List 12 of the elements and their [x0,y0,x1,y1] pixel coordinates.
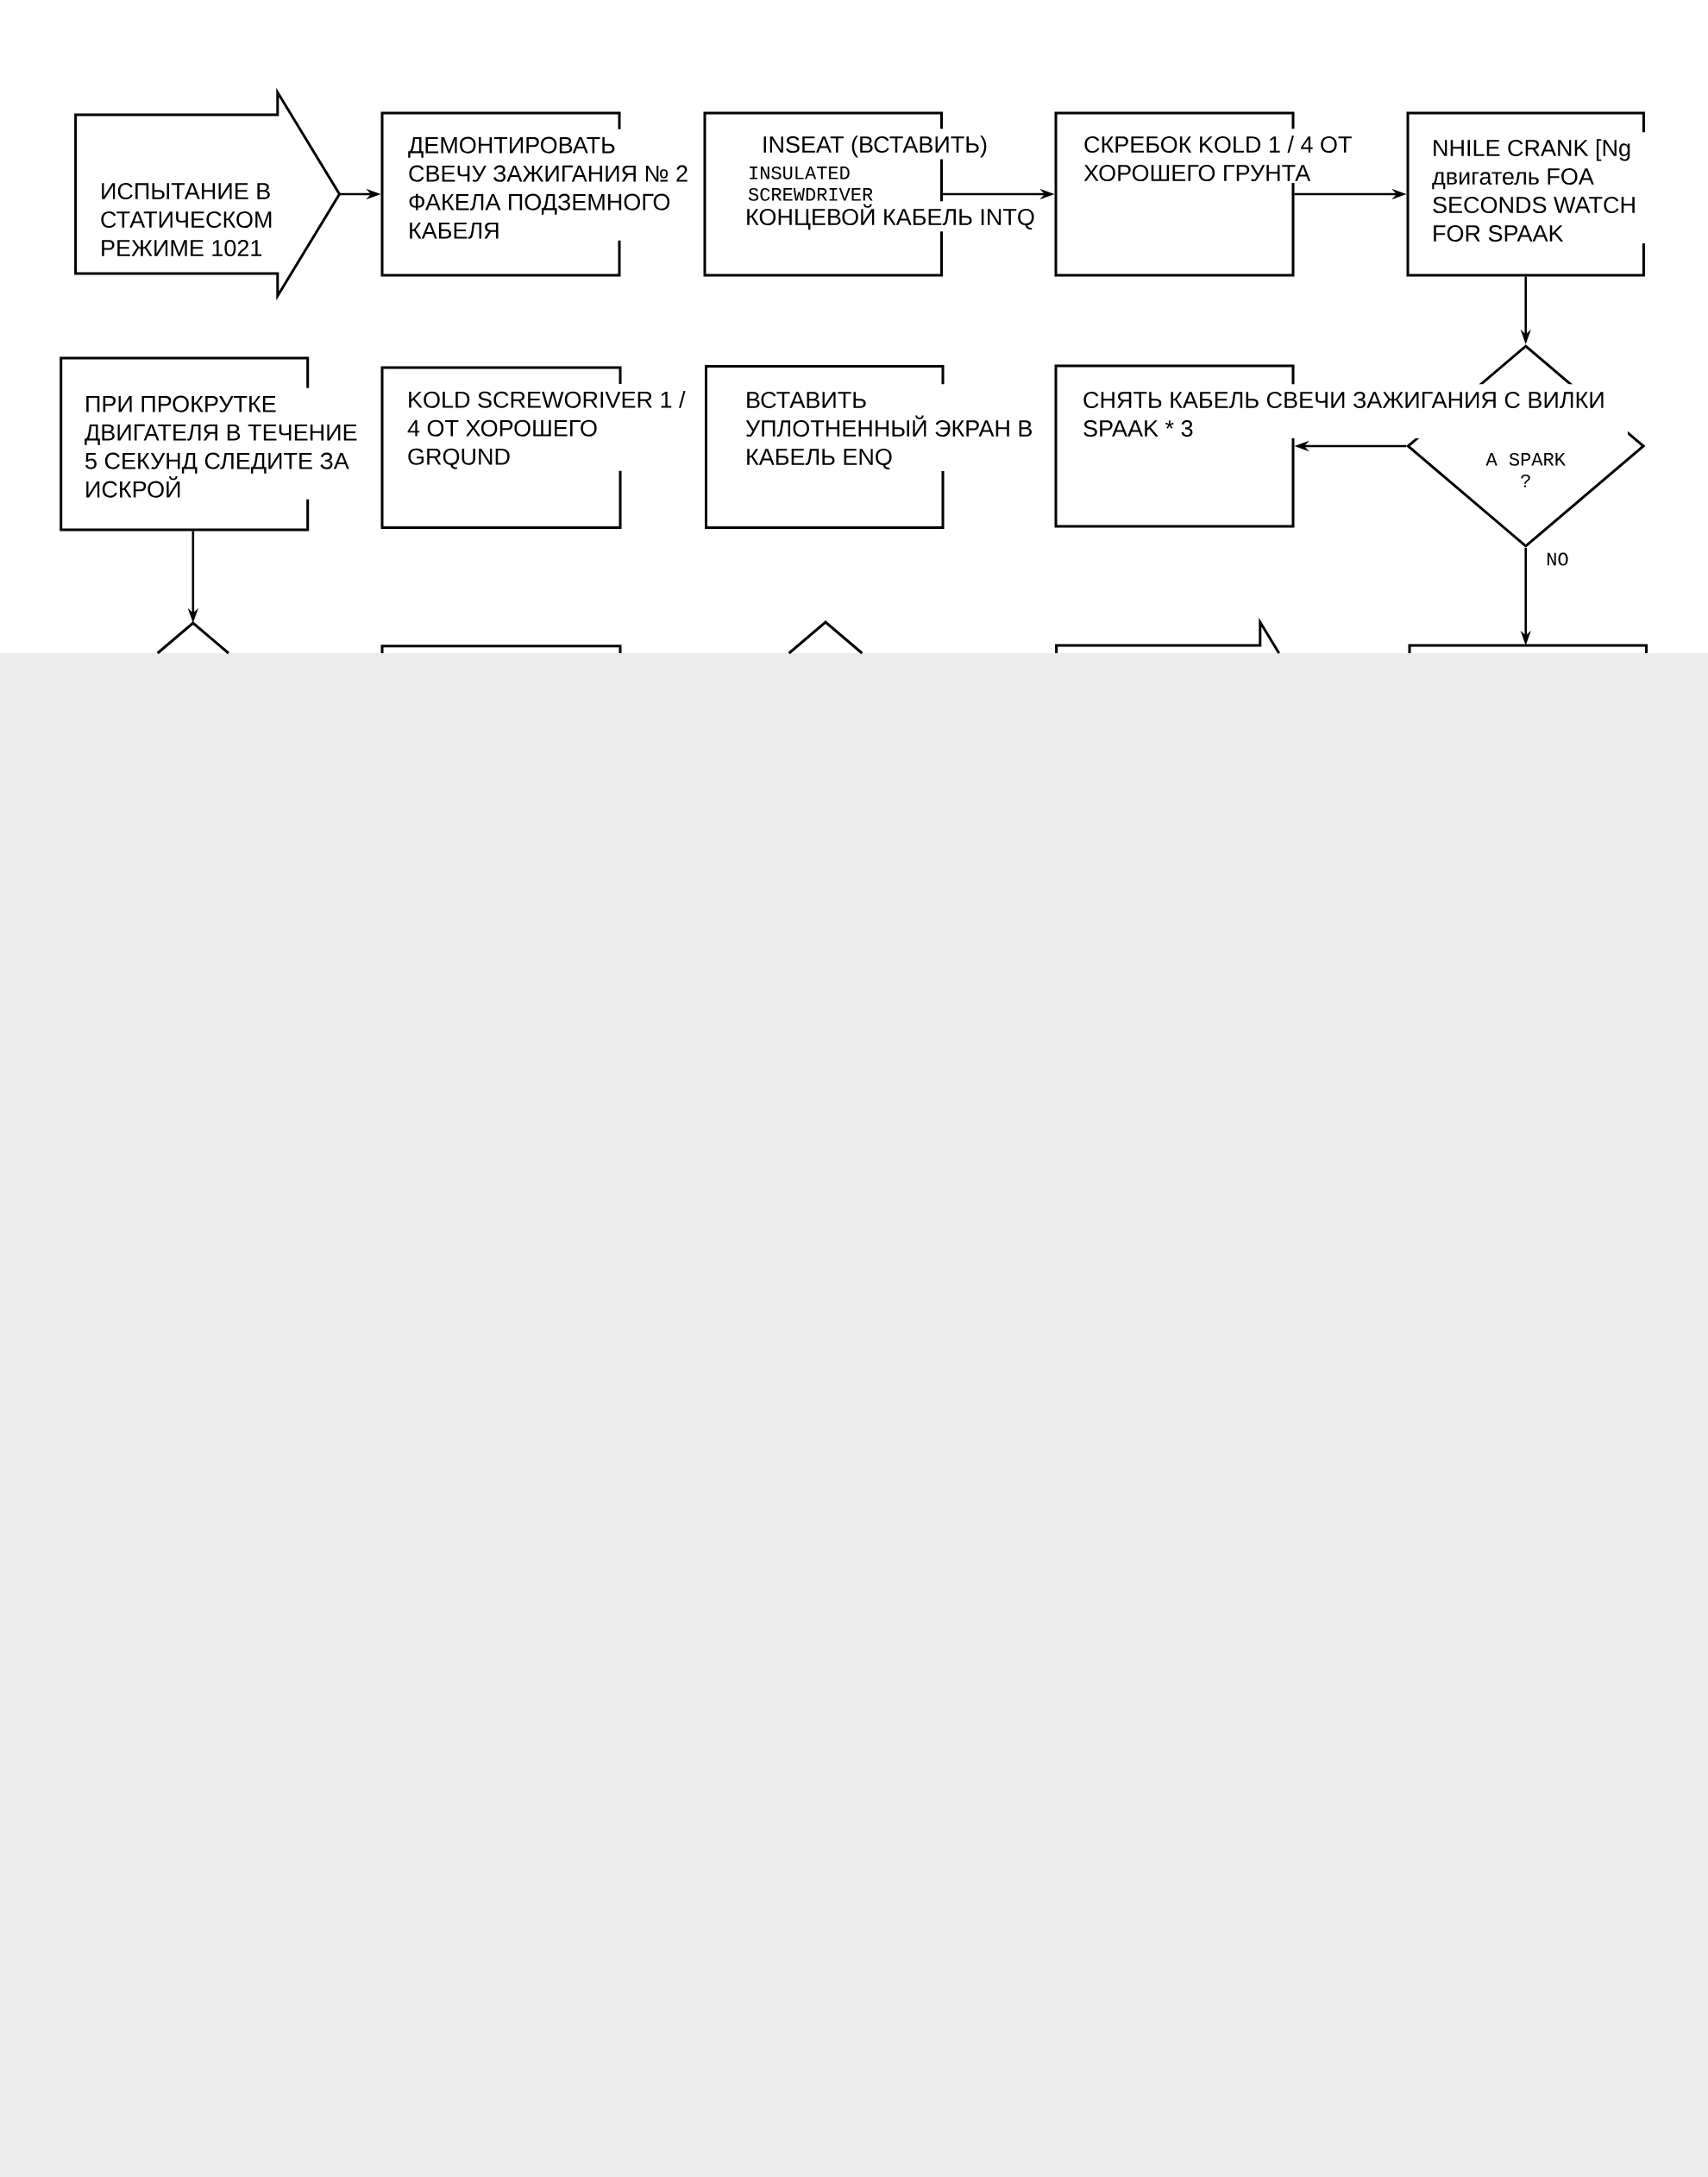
process-box: СКРЕБОК KOLD 1 / 4 ОТ ХОРОШЕГО ГРУНТА [1054,111,1370,277]
pointed-box: ИСПЫТАНИЕ В СТАТИЧЕСКОМ РЕЖИМЕ 1021 [74,87,342,301]
process-box: ДЕМОНТИРОВАТЬ СВЕЧУ ЗАЖИГАНИЯ № 2 ФАКЕЛА ПОДЗЕМНОГО КАБЕЛЯ [380,111,700,277]
edge-label: NO [1544,551,1571,568]
pointed-box [1055,617,1280,654]
process-box [380,645,622,653]
process-box: ПРИ ПРОКРУТКЕ ДВИГАТЕЛЯ В ТЕЧЕНИЕ 5 СЕКУНД СЛЕДИТЕ ЗА ИСКРОЙ [60,356,371,532]
process-box: ВСТАВИТЬ УПЛОТНЕННЫЙ ЭКРАН В КАБЕЛЬ ENQ [705,365,1045,529]
process-box: NHILE CRANK [Ng двигатель FOA SECONDS WATCH FOR SPAAK [1406,111,1658,277]
process-box [1408,644,1648,653]
process-box: KOLD SCREWORIVER 1 / 4 ОТ ХОРОШЕГО GRQUND [380,366,696,529]
process-box: INSEAT (ВСТАВИТЬ) INSULATED SCREWDRIVER КОНЦЕВОЙ КАБЕЛЬ INTQ [703,111,1037,277]
